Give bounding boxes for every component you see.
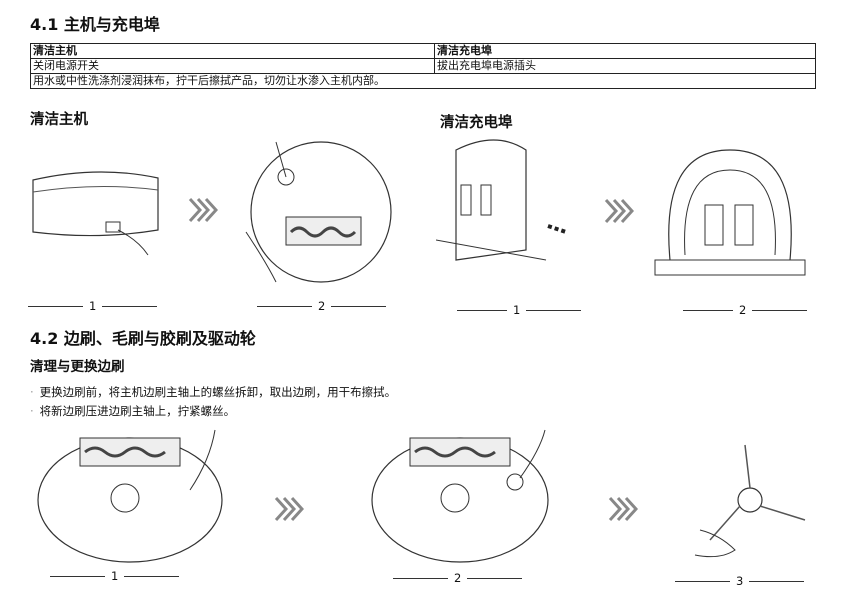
robot-remove-brush-illustration xyxy=(37,429,223,563)
arrow-chevron-icon xyxy=(188,197,218,223)
step-item: 将新边刷压进边刷主轴上，拧紧螺丝。 xyxy=(30,403,236,419)
caption-dock-1: 1 xyxy=(457,303,582,317)
subtitle-clean-host: 清洁主机 xyxy=(30,112,88,128)
robot-bottom-wipe-illustration xyxy=(245,141,392,283)
table-cell-host: 关闭电源开关 xyxy=(31,59,435,73)
caption-brush-2: 2 xyxy=(393,571,523,585)
section-title-4-1: 4.1 主机与充电埠 xyxy=(30,15,160,34)
caption-brush-1: 1 xyxy=(50,569,180,583)
caption-host-2: 2 xyxy=(257,299,387,313)
caption-host-1: 1 xyxy=(28,299,158,313)
table-head-host: 清洁主机 xyxy=(31,44,435,58)
robot-install-brush-illustration xyxy=(371,429,549,563)
table-cell-dock: 拔出充电埠电源插头 xyxy=(437,59,536,72)
table-header-row: 清洁主机 清洁充电埠 xyxy=(31,44,815,59)
arrow-chevron-icon xyxy=(604,198,634,224)
table-row: 关闭电源开关 拔出充电埠电源插头 xyxy=(31,59,815,74)
robot-side-illustration xyxy=(32,171,159,256)
dock-front-illustration xyxy=(654,149,806,276)
table-note: 用水或中性洗涤剂浸润抹布，拧干后擦拭产品，切勿让水渗入主机内部。 xyxy=(33,74,385,87)
subtitle-clean-dock: 清洁充电埠 xyxy=(440,115,513,131)
arrow-chevron-icon xyxy=(608,496,638,522)
section-title-4-2: 4.2 边刷、毛刷与胶刷及驱动轮 xyxy=(30,329,256,348)
arrow-chevron-icon xyxy=(274,496,304,522)
subtitle-side-brush: 清理与更换边刷 xyxy=(30,359,125,375)
dock-illustration xyxy=(436,139,566,261)
caption-brush-3: 3 xyxy=(675,574,805,588)
side-brush-illustration xyxy=(694,444,806,558)
cleaning-table: 清洁主机 清洁充电埠 关闭电源开关 拔出充电埠电源插头 用水或中性洗涤剂浸润抹布… xyxy=(30,43,816,89)
caption-dock-2: 2 xyxy=(683,303,808,317)
table-note-row: 用水或中性洗涤剂浸润抹布，拧干后擦拭产品，切勿让水渗入主机内部。 xyxy=(31,74,815,88)
table-head-dock: 清洁充电埠 xyxy=(437,44,492,57)
step-item: 更换边刷前，将主机边刷主轴上的螺丝拆卸，取出边刷，用干布擦拭。 xyxy=(30,384,397,400)
